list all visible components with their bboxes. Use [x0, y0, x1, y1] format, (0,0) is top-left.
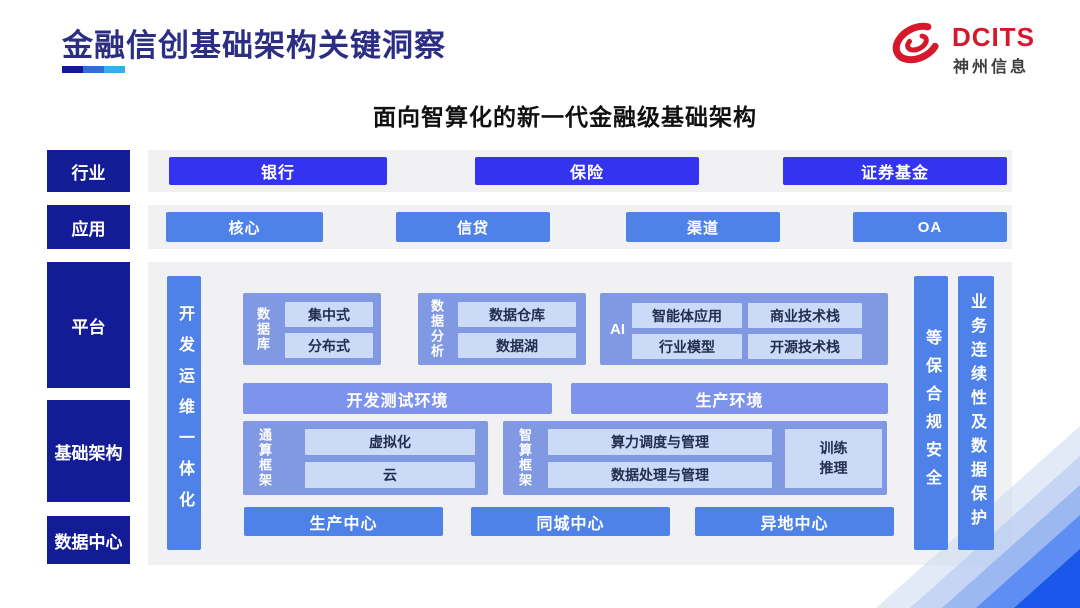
ai-group-label: AI — [610, 320, 625, 338]
devops-vertical-bar: 开发运维一体化 — [167, 276, 201, 550]
center-item-samecity: 同城中心 — [471, 507, 670, 536]
database-item-distributed: 分布式 — [285, 333, 373, 358]
intelligent-compute-group-label: 智算框架 — [517, 428, 532, 488]
title-underline — [62, 66, 125, 73]
industry-item-insurance: 保险 — [475, 157, 699, 185]
database-group-label: 数据库 — [255, 306, 270, 352]
side-label-application: 应用 — [47, 205, 130, 249]
ai-item-industry-models: 行业模型 — [632, 334, 742, 359]
logo-company-text: 神州信息 — [953, 59, 1030, 76]
production-environment-bar: 生产环境 — [571, 383, 888, 414]
general-compute-group-label: 通算框架 — [257, 428, 272, 488]
intelligent-compute-item-dataproc: 数据处理与管理 — [548, 462, 772, 488]
intelligent-compute-item-training-inference: 训练 推理 — [785, 429, 882, 488]
analytics-group-label: 数据分析 — [429, 299, 444, 359]
industry-row-band: 银行 保险 证券基金 — [148, 150, 1012, 192]
side-label-infrastructure: 基础架构 — [47, 400, 130, 502]
ai-item-commercial-stack: 商业技术栈 — [748, 303, 862, 328]
industry-item-securities: 证券基金 — [783, 157, 1007, 185]
devtest-environment-bar: 开发测试环境 — [243, 383, 552, 414]
application-item-credit: 信贷 — [396, 212, 550, 242]
underline-segment-blue — [83, 66, 104, 73]
database-item-centralized: 集中式 — [285, 302, 373, 327]
logo-brand-text: DCITS — [952, 22, 1035, 52]
application-item-channel: 渠道 — [626, 212, 780, 242]
analytics-item-datalake: 数据湖 — [458, 333, 576, 358]
application-item-oa: OA — [853, 212, 1007, 242]
ai-item-agent-apps: 智能体应用 — [632, 303, 742, 328]
industry-item-bank: 银行 — [169, 157, 387, 185]
underline-segment-cyan — [104, 66, 125, 73]
application-row-band: 核心 信贷 渠道 OA — [148, 205, 1012, 249]
diagram-title: 面向智算化的新一代金融级基础架构 — [373, 104, 757, 130]
general-compute-group: 通算框架 虚拟化 云 — [243, 421, 488, 495]
analytics-group: 数据分析 数据仓库 数据湖 — [418, 293, 586, 365]
side-label-datacenter: 数据中心 — [47, 516, 130, 564]
general-compute-item-virtualization: 虚拟化 — [305, 429, 475, 455]
dcits-swirl-logo-icon — [889, 18, 947, 73]
database-group: 数据库 集中式 分布式 — [243, 293, 381, 365]
intelligent-compute-item-scheduling: 算力调度与管理 — [548, 429, 772, 455]
continuity-bar-label: 业务连续性及数据保护 — [968, 293, 985, 533]
underline-segment-dark — [62, 66, 83, 73]
security-vertical-bar: 等保合规安全 — [914, 276, 948, 550]
application-item-core: 核心 — [166, 212, 323, 242]
continuity-vertical-bar: 业务连续性及数据保护 — [958, 276, 994, 550]
side-label-industry: 行业 — [47, 150, 130, 192]
intelligent-compute-group: 智算框架 算力调度与管理 数据处理与管理 训练 推理 — [503, 421, 887, 495]
devops-bar-label: 开发运维一体化 — [176, 304, 193, 522]
center-item-production: 生产中心 — [244, 507, 443, 536]
center-item-remote: 异地中心 — [695, 507, 894, 536]
general-compute-item-cloud: 云 — [305, 462, 475, 488]
ai-group: AI 智能体应用 商业技术栈 行业模型 开源技术栈 — [600, 293, 888, 365]
security-bar-label: 等保合规安全 — [923, 329, 940, 497]
analytics-item-warehouse: 数据仓库 — [458, 302, 576, 327]
side-label-platform: 平台 — [47, 262, 130, 388]
ai-item-opensource-stack: 开源技术栈 — [748, 334, 862, 359]
page-title: 金融信创基础架构关键洞察 — [62, 28, 446, 63]
